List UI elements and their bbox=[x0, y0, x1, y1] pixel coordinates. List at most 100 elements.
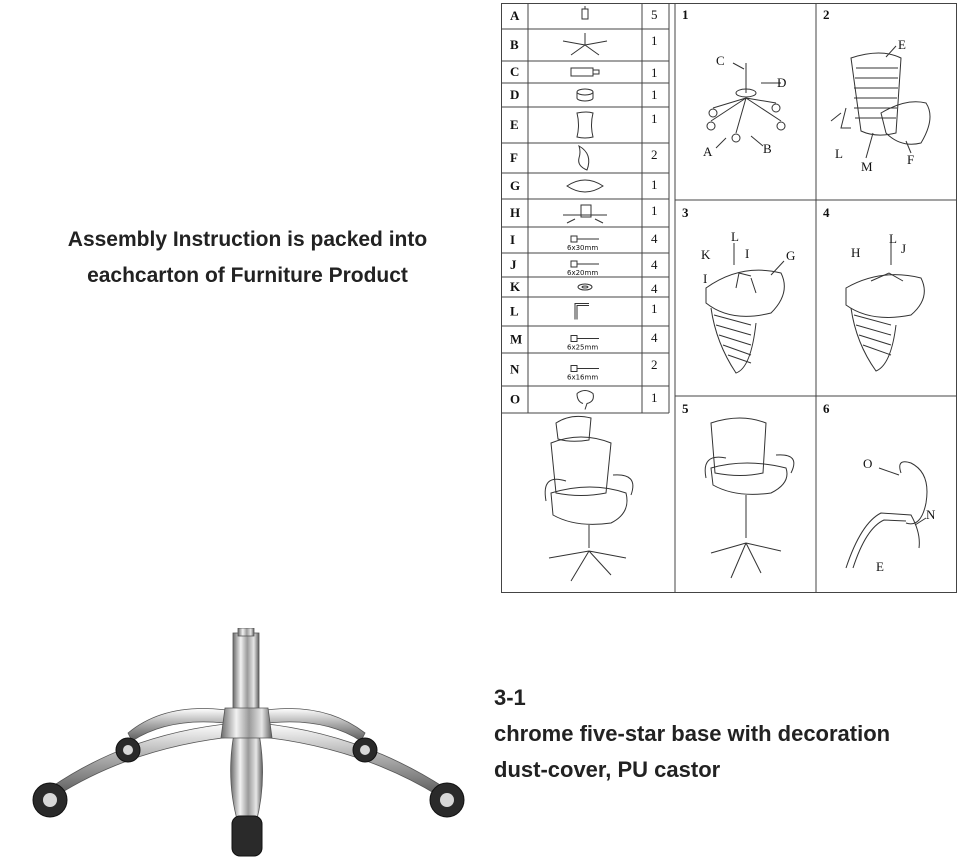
callout-o: O bbox=[863, 456, 872, 471]
callout-j: J bbox=[901, 241, 906, 256]
screw-size-label: 6x20mm bbox=[567, 269, 598, 277]
part-quantity: 1 bbox=[651, 203, 658, 218]
part-quantity: 1 bbox=[651, 111, 658, 126]
mechanism-icon bbox=[563, 204, 607, 224]
part-letter: A bbox=[510, 8, 520, 23]
part-letter: H bbox=[510, 205, 520, 220]
part-letter: F bbox=[510, 150, 518, 165]
step-number: 4 bbox=[823, 205, 830, 220]
assembled-chair-drawing bbox=[704, 417, 795, 579]
part-quantity: 4 bbox=[651, 330, 658, 345]
step-number: 2 bbox=[823, 7, 830, 22]
backrest-armrest-drawing bbox=[830, 45, 931, 159]
finished-chair-drawing bbox=[544, 415, 634, 582]
part-letter: I bbox=[510, 232, 515, 247]
screw-size-label: 6x30mm bbox=[567, 244, 598, 252]
part-letter: L bbox=[510, 304, 519, 319]
headrest-attach-drawing bbox=[845, 461, 928, 569]
part-quantity: 1 bbox=[651, 87, 658, 102]
step-number: 1 bbox=[682, 7, 689, 22]
callout-i: I bbox=[745, 246, 749, 261]
parts-row: N 2 6x16mm bbox=[501, 357, 669, 387]
part-quantity: 2 bbox=[651, 147, 658, 162]
screw-size-label: 6x25mm bbox=[567, 344, 598, 352]
step-1: 1 C D A B bbox=[682, 7, 786, 159]
callout-k: K bbox=[701, 247, 711, 262]
part-quantity: 4 bbox=[651, 231, 658, 246]
part-quantity: 1 bbox=[651, 33, 658, 48]
callout-f: F bbox=[907, 152, 914, 167]
callout-l: L bbox=[889, 231, 897, 246]
part-quantity: 1 bbox=[651, 65, 658, 80]
callout-h: H bbox=[851, 245, 860, 260]
description-line-2: dust-cover, PU castor bbox=[494, 757, 721, 782]
screw-icon: 6x25mm bbox=[567, 335, 599, 352]
mechanism-attach-drawing bbox=[845, 241, 925, 372]
callout-n: N bbox=[926, 507, 936, 522]
part-quantity: 4 bbox=[651, 281, 658, 296]
callout-b: B bbox=[763, 141, 772, 156]
step-5: 5 bbox=[682, 401, 795, 579]
chrome-base-photo bbox=[20, 627, 480, 860]
part-letter: K bbox=[510, 279, 521, 294]
part-letter: N bbox=[510, 362, 520, 377]
callout-c: C bbox=[716, 53, 725, 68]
screw-icon: 6x16mm bbox=[567, 365, 599, 382]
step-3: 3 L K I G I bbox=[682, 205, 795, 374]
part-quantity: 2 bbox=[651, 357, 658, 372]
intro-line-2: eachcarton of Furniture Product bbox=[87, 264, 408, 287]
part-letter: C bbox=[510, 64, 519, 79]
callout-a: A bbox=[703, 144, 713, 159]
gas-lift-icon bbox=[570, 67, 600, 77]
product-description: 3-1 chrome five-star base with decoratio… bbox=[494, 680, 890, 788]
part-quantity: 1 bbox=[651, 177, 658, 192]
seat-icon bbox=[566, 179, 604, 193]
part-quantity: 1 bbox=[651, 390, 658, 405]
step-number: 5 bbox=[682, 401, 689, 416]
product-code: 3-1 bbox=[494, 685, 526, 710]
seat-mechanism-drawing bbox=[705, 243, 785, 374]
screw-icon: 6x20mm bbox=[567, 260, 599, 277]
callout-e: E bbox=[898, 37, 906, 52]
part-letter: J bbox=[510, 257, 517, 272]
backrest-icon bbox=[576, 111, 594, 139]
part-letter: D bbox=[510, 87, 519, 102]
part-quantity: 1 bbox=[651, 301, 658, 316]
description-line-1: chrome five-star base with decoration bbox=[494, 721, 891, 746]
callout-g: G bbox=[786, 248, 795, 263]
callout-l: L bbox=[731, 229, 739, 244]
part-letter: O bbox=[510, 392, 520, 407]
intro-line-1: Assembly Instruction is packed into bbox=[67, 228, 428, 251]
callout-d: D bbox=[777, 75, 786, 90]
step-number: 3 bbox=[682, 205, 689, 220]
part-letter: G bbox=[510, 178, 520, 193]
star-base-icon bbox=[562, 33, 608, 56]
screw-icon: 6x30mm bbox=[567, 235, 599, 252]
castor-icon bbox=[581, 6, 589, 20]
step-2: 2 E L M F bbox=[823, 7, 931, 174]
screw-size-label: 6x16mm bbox=[567, 374, 598, 382]
base-assembly-drawing bbox=[706, 62, 786, 149]
step-6: 6 O N E bbox=[823, 401, 936, 574]
callout-m: M bbox=[861, 159, 873, 174]
step-number: 6 bbox=[823, 401, 830, 416]
part-quantity: 4 bbox=[651, 257, 658, 272]
headrest-icon bbox=[576, 390, 594, 410]
part-letter: B bbox=[510, 37, 519, 52]
callout-l: L bbox=[835, 146, 843, 161]
callout-i-2: I bbox=[703, 271, 707, 286]
